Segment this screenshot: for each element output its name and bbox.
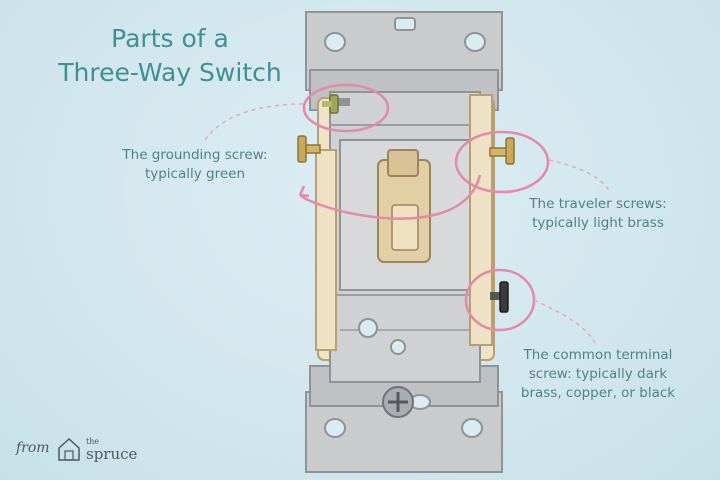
grounding-screw <box>322 94 350 114</box>
common-label-line-2: screw: typically dark <box>528 366 668 382</box>
brand-from-text: from <box>16 440 50 456</box>
grounding-label-line-2: typically green <box>144 166 246 182</box>
traveler-label-line-2: typically light brass <box>532 215 664 231</box>
grounding-screw-label: The grounding screw: typically green <box>100 146 290 184</box>
common-leader <box>533 299 596 344</box>
grounding-callout-arrow <box>299 174 482 220</box>
common-label-line-1: The common terminal <box>523 347 673 363</box>
title-line-1: Parts of a <box>111 24 229 53</box>
title-line-2: Three-Way Switch <box>58 58 282 87</box>
brand-logo: from the spruce <box>16 436 146 466</box>
brand-the-text: the <box>86 437 100 446</box>
traveler-leader <box>548 159 611 194</box>
grounding-label-line-1: The grounding screw: <box>122 147 268 163</box>
lower-strap-details <box>358 318 431 418</box>
grounding-callout-circle <box>302 83 390 133</box>
page-title: Parts of a Three-Way Switch <box>40 22 300 90</box>
traveler-label-line-1: The traveler screws: <box>529 196 667 212</box>
traveler-screws-label: The traveler screws: typically light bra… <box>498 195 698 233</box>
callout-circles <box>298 83 550 332</box>
traveler-screw-left <box>297 135 321 163</box>
house-logo-icon <box>58 437 80 461</box>
leader-lines <box>204 103 611 344</box>
toggle-lever <box>377 149 431 263</box>
common-terminal-label: The common terminal screw: typically dar… <box>498 346 698 403</box>
common-terminal-screw <box>490 281 509 313</box>
brand-name-text: spruce <box>86 445 138 463</box>
common-label-line-3: brass, copper, or black <box>520 385 676 401</box>
traveler-screw-right <box>489 137 515 165</box>
grounding-leader <box>204 103 304 141</box>
traveler-callout-circle <box>454 130 550 194</box>
